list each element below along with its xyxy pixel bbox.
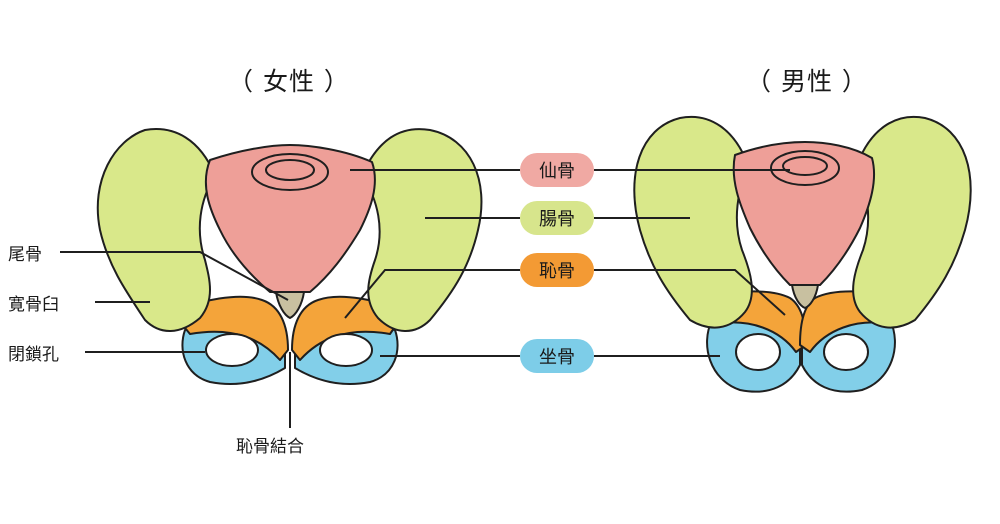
label-pubis: 恥骨 <box>520 253 594 287</box>
male-sacrum <box>732 141 876 286</box>
label-pubic-symphysis: 恥骨結合 <box>236 437 304 457</box>
leader-lines <box>60 169 790 428</box>
label-obturator: 閉鎖孔 <box>8 345 59 365</box>
male-sacral-canal <box>782 156 828 176</box>
male-coccyx <box>791 284 819 309</box>
label-ilium: 腸骨 <box>520 201 594 235</box>
label-sacrum: 仙骨 <box>520 153 594 187</box>
label-sacrum-text: 仙骨 <box>539 161 575 182</box>
male-ilium-right <box>852 115 972 329</box>
line-pubis-male <box>594 269 786 316</box>
label-pubis-text: 恥骨 <box>539 261 575 282</box>
label-ilium-text: 腸骨 <box>539 209 575 230</box>
male-obturator-right <box>823 333 869 371</box>
line-coccyx <box>60 251 289 301</box>
male-pelvis <box>633 115 972 393</box>
title-male: （ 男性 ） <box>746 67 868 96</box>
female-sacral-canal <box>265 159 315 181</box>
female-pelvis <box>96 128 483 386</box>
female-sacrum <box>204 144 376 293</box>
female-ilium-left <box>96 128 216 332</box>
female-ilium-right <box>361 128 483 332</box>
label-coccyx: 尾骨 <box>8 245 42 265</box>
line-pubis-female <box>344 269 520 319</box>
label-ischium: 坐骨 <box>520 339 594 373</box>
female-obturator-left <box>205 333 259 367</box>
female-obturator-right <box>319 333 373 367</box>
male-obturator-left <box>735 333 781 371</box>
label-ischium-text: 坐骨 <box>539 347 575 368</box>
title-female: （ 女性 ） <box>228 67 350 96</box>
label-acetabulum: 寛骨臼 <box>8 295 59 315</box>
female-coccyx <box>275 291 305 319</box>
male-ilium-left <box>633 115 753 329</box>
